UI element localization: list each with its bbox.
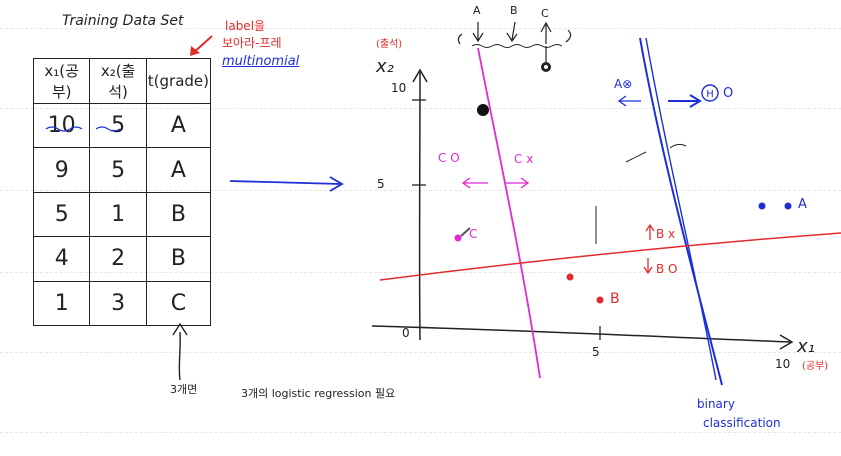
- ruled-line: [0, 272, 841, 273]
- table-row: 5 1 B: [32, 191, 212, 238]
- blue-left-arrow-icon: [617, 95, 641, 107]
- legend-label-c: C: [541, 7, 549, 20]
- table-cell: 9: [32, 147, 91, 193]
- table-row: 9 5 A: [32, 147, 212, 193]
- red-arrow-icon: [190, 35, 213, 56]
- blue-decision-line: [639, 37, 723, 386]
- legend-label-a: A: [473, 4, 481, 17]
- ruled-line: [0, 352, 841, 353]
- magenta-decision-line: [477, 47, 541, 379]
- table-cell: A: [145, 102, 212, 149]
- magenta-left-arrow-icon: [461, 177, 488, 189]
- data-point-a: [758, 202, 766, 210]
- note-three-logistic: 3개의 logistic regression 필요: [241, 387, 396, 400]
- y-axis-note: (출석): [376, 39, 403, 50]
- blue-squiggle: [45, 126, 121, 132]
- table-row: 10 5 A: [32, 102, 212, 149]
- magenta-right-arrow-icon: [506, 177, 530, 189]
- annotation-a-o: O: [723, 86, 734, 101]
- table-header-row: x₁(공부) x₂(출석) t(grade): [32, 58, 212, 104]
- pointer-stroke: [625, 151, 647, 163]
- ruled-line: [0, 432, 841, 433]
- note-multinomial: multinomial: [222, 54, 300, 69]
- header-t: t(grade): [145, 58, 212, 104]
- y-tick-label: 5: [377, 177, 385, 191]
- annotation-a-x: A⊗: [614, 77, 633, 91]
- data-point-c-magenta: [454, 234, 462, 242]
- y-axis: [412, 68, 428, 341]
- table-row: 1 3 C: [32, 280, 212, 327]
- table-title: Training Data Set: [62, 13, 184, 29]
- x-axis-note: (공부): [802, 361, 829, 372]
- note-three: 3개면: [170, 383, 198, 396]
- note-look: 보아라-프레: [222, 36, 282, 50]
- y-tick-label: 0: [402, 326, 410, 340]
- pointer-arrow-icon: [172, 322, 188, 381]
- red-up-arrow-icon: [645, 223, 655, 240]
- annotation-c-x: C x: [514, 152, 534, 166]
- table-cell: 1: [32, 280, 91, 327]
- x-axis-label: x₁: [797, 336, 815, 357]
- ruled-line: [0, 28, 841, 29]
- circled-h-letter: H: [706, 89, 714, 100]
- annotation-b-o: B O: [656, 262, 678, 276]
- blue-right-arrow-icon: [668, 94, 702, 108]
- note-label: label을: [225, 19, 266, 33]
- data-point-c: [477, 104, 489, 116]
- annotation-c-o: C O: [438, 151, 460, 165]
- data-point-b: [566, 273, 574, 281]
- header-x2: x₂(출석): [89, 58, 147, 104]
- data-point-b: [596, 296, 604, 304]
- table-cell: B: [145, 191, 212, 238]
- blue-arrow-icon: [229, 176, 344, 192]
- training-data-table: x₁(공부) x₂(출석) t(grade) 10 5 A 9 5 A 5 1 …: [32, 58, 212, 327]
- binary-label: binary: [697, 397, 735, 411]
- pointer-stroke: [669, 143, 687, 149]
- table-cell: 5: [89, 147, 147, 193]
- annotation-b-x: B x: [656, 227, 676, 241]
- legend-label-b: B: [510, 4, 518, 17]
- red-down-arrow-icon: [643, 258, 653, 275]
- x-tick-label: 10: [775, 357, 791, 371]
- table-cell: 5: [32, 191, 91, 238]
- table-cell: 4: [32, 236, 91, 282]
- circled-h-icon: [701, 84, 719, 102]
- point-label-c: C: [469, 227, 478, 241]
- table-row: 4 2 B: [32, 236, 212, 282]
- classification-label: classification: [703, 416, 781, 430]
- x-tick-label: 5: [592, 345, 600, 359]
- header-x1: x₁(공부): [32, 58, 91, 104]
- point-label-b: B: [610, 291, 620, 307]
- data-point-a: [784, 202, 792, 210]
- y-axis-label: x₂: [376, 56, 394, 77]
- table-cell: 2: [89, 236, 147, 282]
- red-decision-line: [379, 232, 841, 281]
- y-tick-label: 10: [391, 81, 407, 95]
- x-axis: [371, 325, 794, 350]
- top-abc-arrows: [457, 21, 572, 72]
- table-cell: C: [145, 280, 212, 327]
- table-cell: 5: [89, 102, 147, 149]
- table-cell: 1: [89, 191, 147, 238]
- point-label-a: A: [798, 197, 807, 212]
- table-cell: 3: [89, 280, 147, 327]
- ruled-line: [0, 190, 841, 191]
- table-cell: A: [145, 147, 212, 193]
